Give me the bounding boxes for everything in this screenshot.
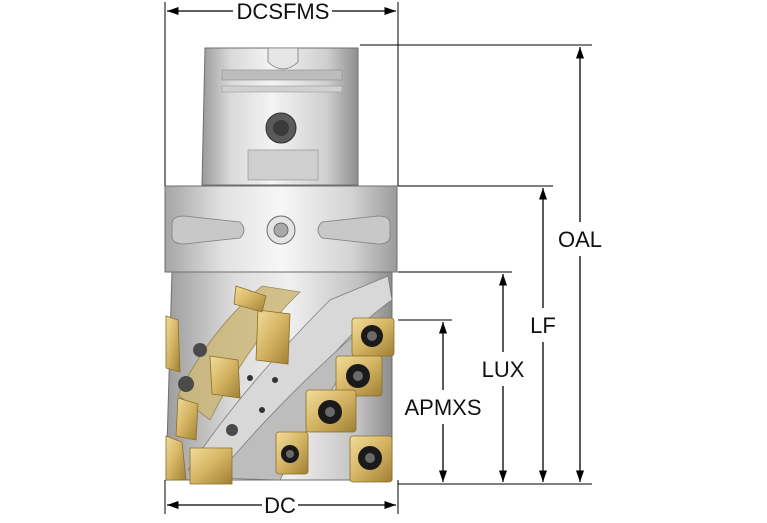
insert-screw-icon: [361, 325, 383, 347]
cutter-tool: [164, 47, 398, 485]
insert-screw-icon: [281, 445, 299, 463]
dc-label: DC: [264, 493, 296, 518]
apmxs-label: APMXS: [404, 395, 481, 420]
insert-screw-icon: [358, 446, 382, 470]
oal-label: OAL: [558, 227, 602, 252]
insert-screw-icon: [346, 364, 370, 388]
lux-label: LUX: [482, 357, 525, 382]
flange: [164, 185, 398, 273]
shank: [201, 47, 359, 186]
lf-label: LF: [530, 313, 556, 338]
dimension-lines: [164, 2, 592, 514]
inserts: [165, 285, 395, 485]
insert-screw-icon: [318, 400, 342, 424]
dcsfms-label: DCSFMS: [237, 0, 330, 24]
